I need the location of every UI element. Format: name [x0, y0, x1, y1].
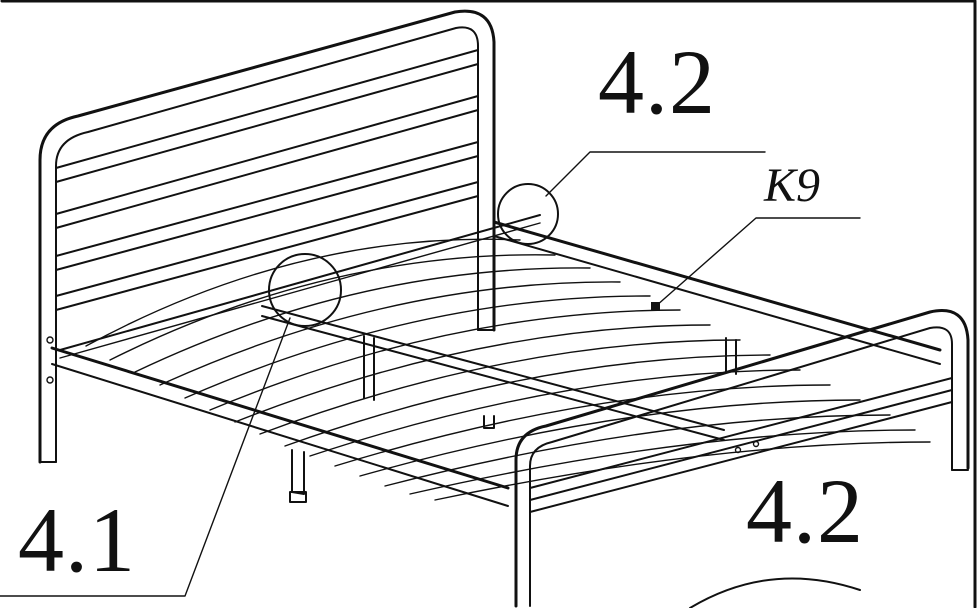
- headboard: [38, 9, 496, 464]
- k9-fastener-marker: [651, 302, 660, 311]
- footboard: [514, 309, 970, 608]
- detail-circle-top: [497, 183, 559, 245]
- bed-slats: [85, 238, 931, 501]
- callout-label-bottom-left: 4.1: [18, 489, 136, 591]
- bed-legs: [289, 335, 737, 503]
- callout-label-k9: K9: [764, 159, 821, 212]
- callout-label-bottom-right: 4.2: [746, 460, 864, 562]
- callout-label-top-right: 4.2: [598, 31, 716, 133]
- detail-circle-left: [268, 253, 342, 327]
- callout-leaders: [0, 151, 861, 608]
- side-rails: [50, 214, 942, 507]
